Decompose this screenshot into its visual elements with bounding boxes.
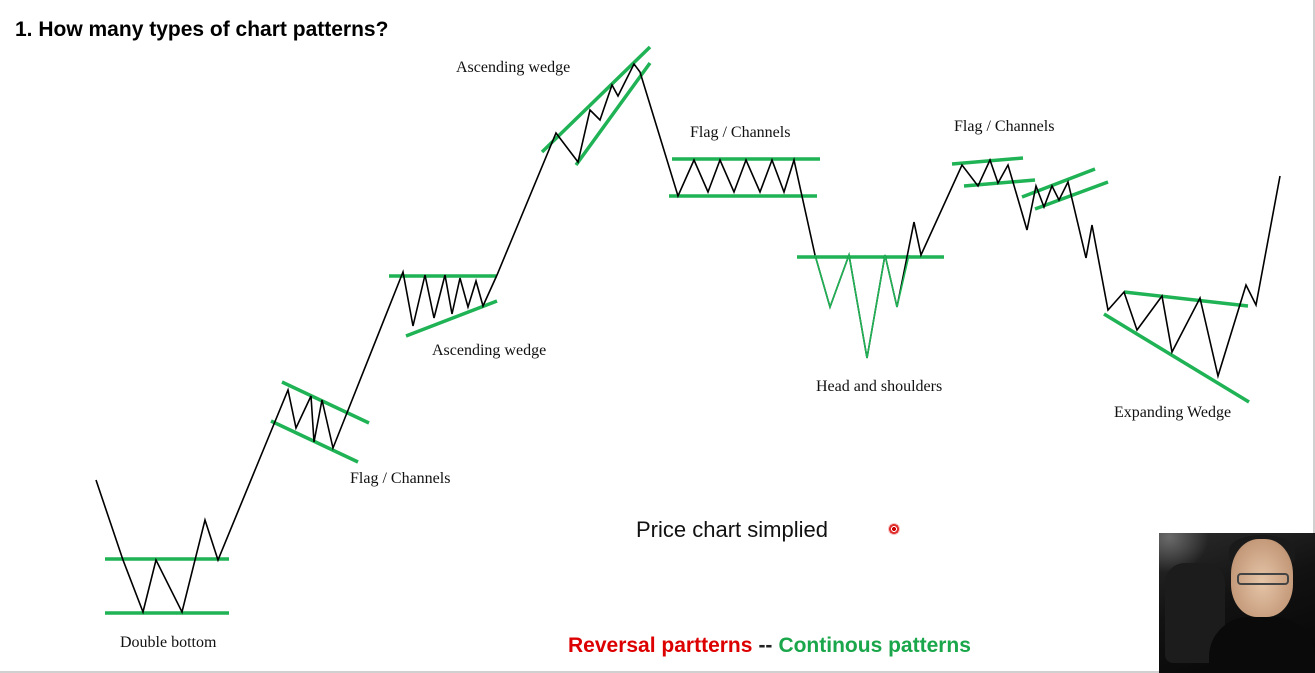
webcam-video (1159, 533, 1315, 673)
slide-border (1313, 0, 1315, 673)
label-head-and-shoulders: Head and shoulders (816, 378, 943, 395)
legend-continuous: Continous patterns (778, 634, 971, 657)
legend-separator: -- (758, 634, 773, 657)
flag-channel-lower-line (963, 178, 1036, 188)
pattern-lines (105, 45, 1250, 615)
label-expanding-wedge: Expanding Wedge (1114, 404, 1232, 421)
label-ascending-wedge-2: Ascending wedge (456, 59, 571, 76)
wedge-lower-line (405, 299, 498, 338)
price-line (95, 62, 1281, 615)
expanding-wedge-upper-line (1123, 290, 1249, 308)
diagram-caption: Price chart simplied (636, 517, 828, 542)
slide-title: 1. How many types of chart patterns? (15, 18, 389, 41)
flag-channel-upper-line (951, 156, 1024, 166)
label-flag-channels-3: Flag / Channels (954, 118, 1055, 135)
wedge-lower-line (574, 61, 652, 167)
pattern-legend: Reversal partterns--Continous patterns (568, 634, 971, 658)
label-flag-channels-1: Flag / Channels (350, 470, 451, 487)
flag-channel-upper-line (281, 380, 370, 425)
cursor-dot-icon (888, 523, 900, 535)
flag-channel-upper-line (1021, 167, 1096, 199)
expanding-wedge-lower-line (1103, 312, 1250, 404)
slide-border (0, 671, 1315, 673)
label-double-bottom: Double bottom (120, 634, 217, 651)
legend-reversal: Reversal partterns (568, 634, 753, 657)
head-and-shoulders-shape (814, 251, 910, 359)
label-ascending-wedge-1: Ascending wedge (432, 342, 547, 359)
wedge-upper-line (540, 45, 652, 154)
label-flag-channels-2: Flag / Channels (690, 124, 791, 141)
